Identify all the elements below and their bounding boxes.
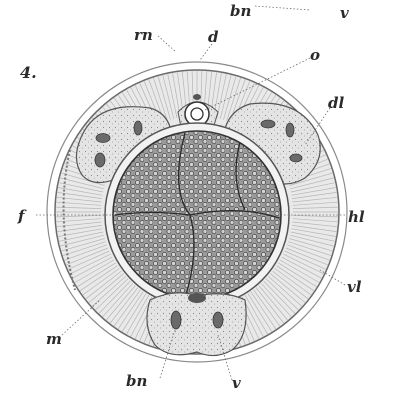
label-f: f	[17, 207, 27, 225]
label-dl: dl	[328, 94, 344, 112]
label-v: v	[232, 374, 241, 392]
label-m: m	[46, 330, 62, 348]
label-rn: rn	[134, 26, 153, 44]
label-o: o	[310, 46, 320, 64]
label-hl: hl	[348, 208, 365, 226]
figure-number: 4.	[20, 63, 37, 82]
label-top-bn: bn	[230, 2, 251, 20]
label-bn: bn	[126, 372, 147, 390]
label-d: d	[208, 28, 219, 46]
central-mass	[113, 131, 281, 299]
label-vl: vl	[347, 278, 362, 296]
label-top-v: v	[340, 4, 349, 22]
